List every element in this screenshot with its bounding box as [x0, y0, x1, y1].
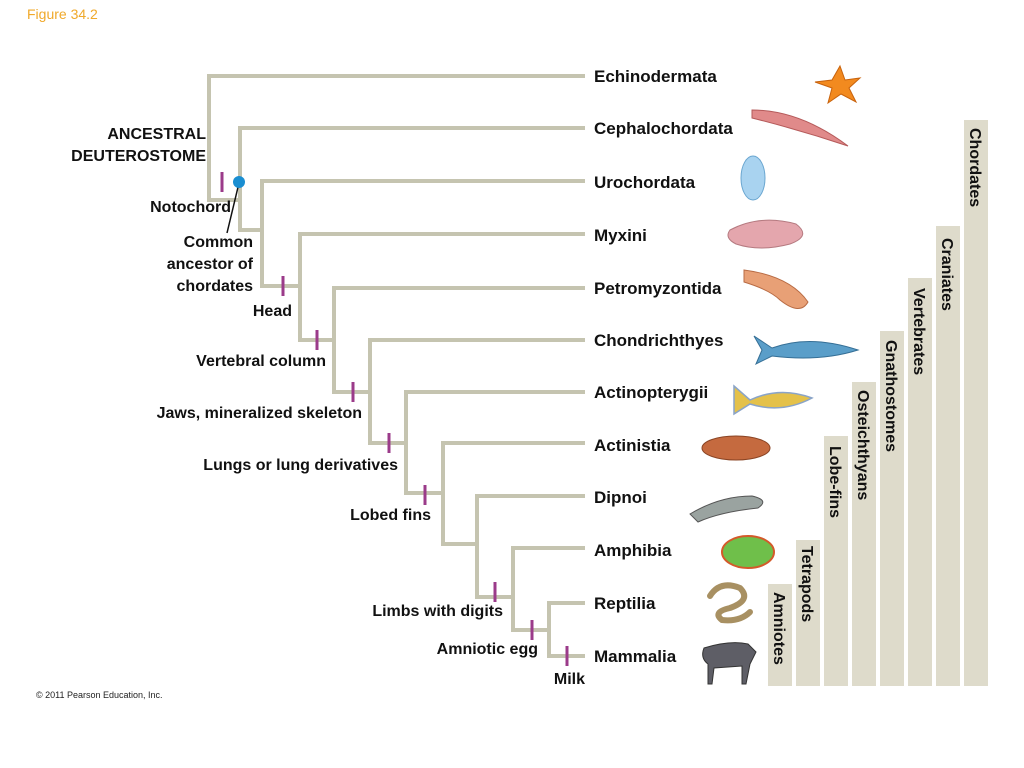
taxon-label: Amphibia: [594, 541, 672, 560]
clade-bar-osteichthyans: [852, 382, 876, 686]
clade-labels: Chordates Craniates Vertebrates Gnathost…: [770, 128, 983, 665]
clade-label-gnathostomes: Gnathostomes: [882, 340, 899, 452]
tree-branches: [207, 74, 585, 658]
taxon-label: Mammalia: [594, 647, 677, 666]
taxon-label: Actinistia: [594, 436, 671, 455]
organism-illustrations: [689, 64, 862, 685]
char-label-head: Head: [253, 303, 292, 320]
ray-finned-fish-icon: [733, 384, 814, 416]
taxon-label: Dipnoi: [594, 488, 647, 507]
char-label-milk: Milk: [554, 671, 585, 688]
shark-icon: [753, 335, 860, 366]
clade-bar-vertebrates: [908, 278, 932, 686]
taxon-label: Cephalochordata: [594, 119, 733, 138]
taxon-labels: Echinodermata Cephalochordata Urochordat…: [594, 67, 733, 666]
starfish-icon: [814, 64, 862, 105]
hagfish-icon: [727, 219, 804, 249]
copyright-notice: © 2011 Pearson Education, Inc.: [36, 690, 163, 700]
clade-bar-lobe-fins: [824, 436, 848, 686]
clade-label-osteichthyans: Osteichthyans: [854, 390, 871, 500]
clade-bar-gnathostomes: [880, 331, 904, 686]
char-label-lobed-fins: Lobed fins: [350, 507, 431, 524]
clade-label-amniotes: Amniotes: [770, 592, 787, 665]
taxon-label: Actinopterygii: [594, 383, 708, 402]
root-label-line1: ANCESTRAL: [107, 126, 206, 143]
char-label-common-ancestor-1: Common: [184, 234, 253, 251]
clade-label-tetrapods: Tetrapods: [798, 546, 815, 622]
lamprey-icon: [743, 269, 809, 309]
snake-icon: [707, 582, 753, 624]
taxon-label: Chondrichthyes: [594, 331, 723, 350]
clade-label-vertebrates: Vertebrates: [910, 288, 927, 375]
clade-label-lobe-fins: Lobe-fins: [826, 446, 843, 518]
character-ticks: [220, 172, 569, 666]
taxon-label: Petromyzontida: [594, 279, 722, 298]
char-label-lungs: Lungs or lung derivatives: [203, 457, 398, 474]
lancelet-icon: [751, 109, 849, 147]
tunicate-icon: [740, 155, 766, 201]
clade-bar-craniates: [936, 226, 960, 686]
clade-bar-amniotes: [768, 584, 792, 686]
clade-label-chordates: Chordates: [966, 128, 983, 207]
frog-icon: [721, 535, 775, 569]
char-label-jaws: Jaws, mineralized skeleton: [157, 405, 362, 422]
root-label-line2: DEUTEROSTOME: [71, 148, 206, 165]
clade-label-craniates: Craniates: [938, 238, 955, 311]
char-label-vertebral-column: Vertebral column: [196, 353, 326, 370]
char-label-limbs: Limbs with digits: [372, 603, 503, 620]
wildebeest-icon: [702, 642, 757, 685]
char-label-amniotic-egg: Amniotic egg: [437, 641, 538, 658]
taxon-label: Myxini: [594, 226, 647, 245]
char-label-common-ancestor-2: ancestor of: [167, 256, 254, 273]
figure-label: Figure 34.2: [27, 6, 98, 22]
ancestor-leader-line: [226, 182, 240, 234]
taxon-label: Urochordata: [594, 173, 696, 192]
taxon-label: Reptilia: [594, 594, 656, 613]
taxon-label: Echinodermata: [594, 67, 717, 86]
common-ancestor-dot: [233, 176, 245, 188]
lungfish-icon: [689, 495, 764, 523]
clade-bar-chordates: [964, 120, 988, 686]
clade-bars: [768, 120, 988, 686]
coelacanth-icon: [701, 435, 771, 461]
char-label-notochord: Notochord: [150, 199, 231, 216]
clade-bar-tetrapods: [796, 540, 820, 686]
char-label-common-ancestor-3: chordates: [177, 278, 254, 295]
